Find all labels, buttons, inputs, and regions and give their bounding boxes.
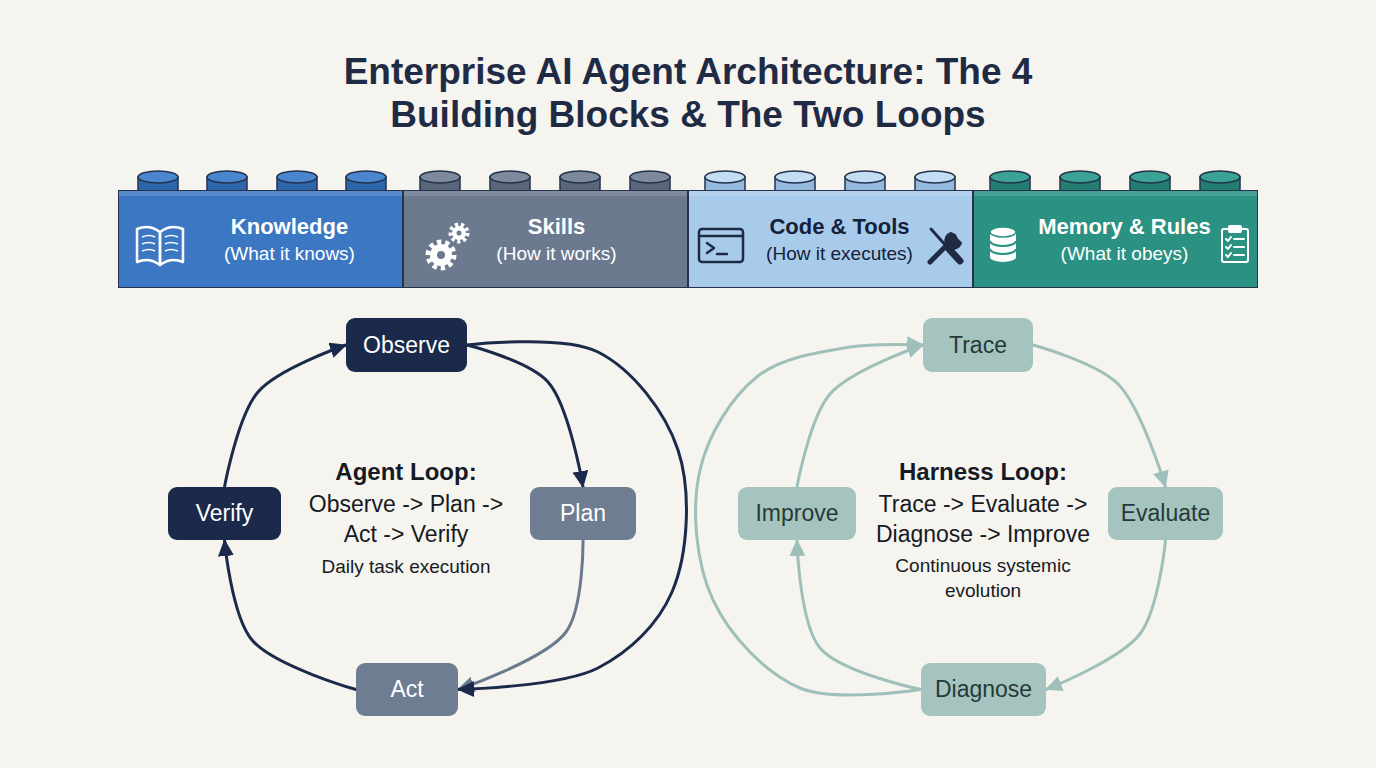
stud-top [490, 171, 530, 183]
stud-top [630, 171, 670, 183]
agent-step: Observe [346, 318, 467, 372]
gear-body [452, 226, 466, 240]
building-block: Knowledge(What it knows) [118, 190, 403, 288]
terminal-cursor [717, 253, 727, 256]
gear-hole [457, 231, 462, 236]
clipboard-icon [1222, 226, 1248, 262]
gear-teeth [429, 243, 453, 267]
database-body [990, 232, 1016, 262]
step-label: Observe [363, 332, 450, 359]
agent-arrow [467, 345, 583, 487]
gear-body [430, 244, 452, 266]
book-page [137, 227, 160, 265]
gears-icon [429, 225, 467, 267]
building-block: Code & Tools(How it executes) [688, 190, 973, 288]
terminal-frame [699, 229, 743, 262]
stud-top [138, 171, 178, 183]
step-label: Trace [949, 332, 1007, 359]
stud-top [775, 171, 815, 183]
building-block: Memory & Rules(What it obeys) [973, 190, 1258, 288]
diagram-title: Enterprise AI Agent Architecture: The 4 … [278, 50, 1098, 136]
screwdriver-handle [949, 249, 960, 261]
block-title: Code & Tools [769, 213, 909, 241]
database-bands [990, 241, 1016, 254]
terminal-icon [699, 229, 743, 262]
loop-description: Continuous systemic evolution [877, 553, 1089, 603]
stud-top [990, 171, 1030, 183]
tools-icon [930, 229, 961, 262]
step-label: Verify [196, 500, 254, 527]
clipboard-clip [1229, 226, 1241, 232]
checklist-lines [1226, 237, 1244, 257]
loop-sequence: Observe -> Plan -> Act -> Verify [294, 489, 519, 549]
screwdriver-shaft [931, 229, 948, 248]
step-label: Plan [560, 500, 606, 527]
step-label: Evaluate [1121, 500, 1211, 527]
harness-step: Evaluate [1108, 487, 1223, 540]
gear-teeth [451, 225, 467, 241]
stud-top [1200, 171, 1240, 183]
block-subtitle: (How it executes) [766, 241, 913, 266]
building-block: Skills(How it works) [403, 190, 688, 288]
clipboard-frame [1222, 229, 1248, 262]
stud-top [1060, 171, 1100, 183]
step-label: Diagnose [935, 676, 1032, 703]
harness-step: Improve [738, 487, 856, 540]
stud-top [420, 171, 460, 183]
stud-top [845, 171, 885, 183]
stud-top [207, 171, 247, 183]
harness-arrow [696, 344, 923, 695]
loop-description: Daily task execution [276, 554, 536, 579]
agent-step: Verify [168, 487, 281, 540]
block-title: Memory & Rules [1038, 213, 1210, 241]
stud-top [560, 171, 600, 183]
terminal-bar [699, 235, 743, 238]
stud-top [705, 171, 745, 183]
stud-top [346, 171, 386, 183]
agent-arrow [225, 345, 347, 487]
stud-top [915, 171, 955, 183]
stud-top [1130, 171, 1170, 183]
block-subtitle: (What it knows) [224, 241, 355, 266]
database-icon [990, 227, 1016, 262]
terminal-prompt [707, 243, 714, 253]
harness-step: Diagnose [921, 663, 1046, 716]
step-label: Improve [755, 500, 838, 527]
loop-heading: Agent Loop: [276, 457, 536, 486]
database-top [990, 227, 1016, 237]
block-title: Knowledge [231, 213, 348, 241]
loop-heading: Harness Loop: [853, 457, 1113, 486]
agent-step: Act [356, 663, 458, 716]
book-icon [137, 227, 183, 265]
harness-step: Trace [923, 318, 1033, 372]
loop-sequence: Trace -> Evaluate -> Diagnose -> Improve [861, 489, 1106, 549]
gear-hole [437, 251, 445, 259]
block-subtitle: (How it works) [496, 241, 616, 266]
book-lines [142, 236, 178, 252]
block-title: Skills [528, 213, 585, 241]
wrench-head [945, 233, 961, 249]
stud-top [277, 171, 317, 183]
book-page [160, 227, 183, 265]
block-subtitle: (What it obeys) [1061, 241, 1189, 266]
agent-step: Plan [530, 487, 636, 540]
wrench-handle [930, 239, 953, 262]
step-label: Act [390, 676, 423, 703]
